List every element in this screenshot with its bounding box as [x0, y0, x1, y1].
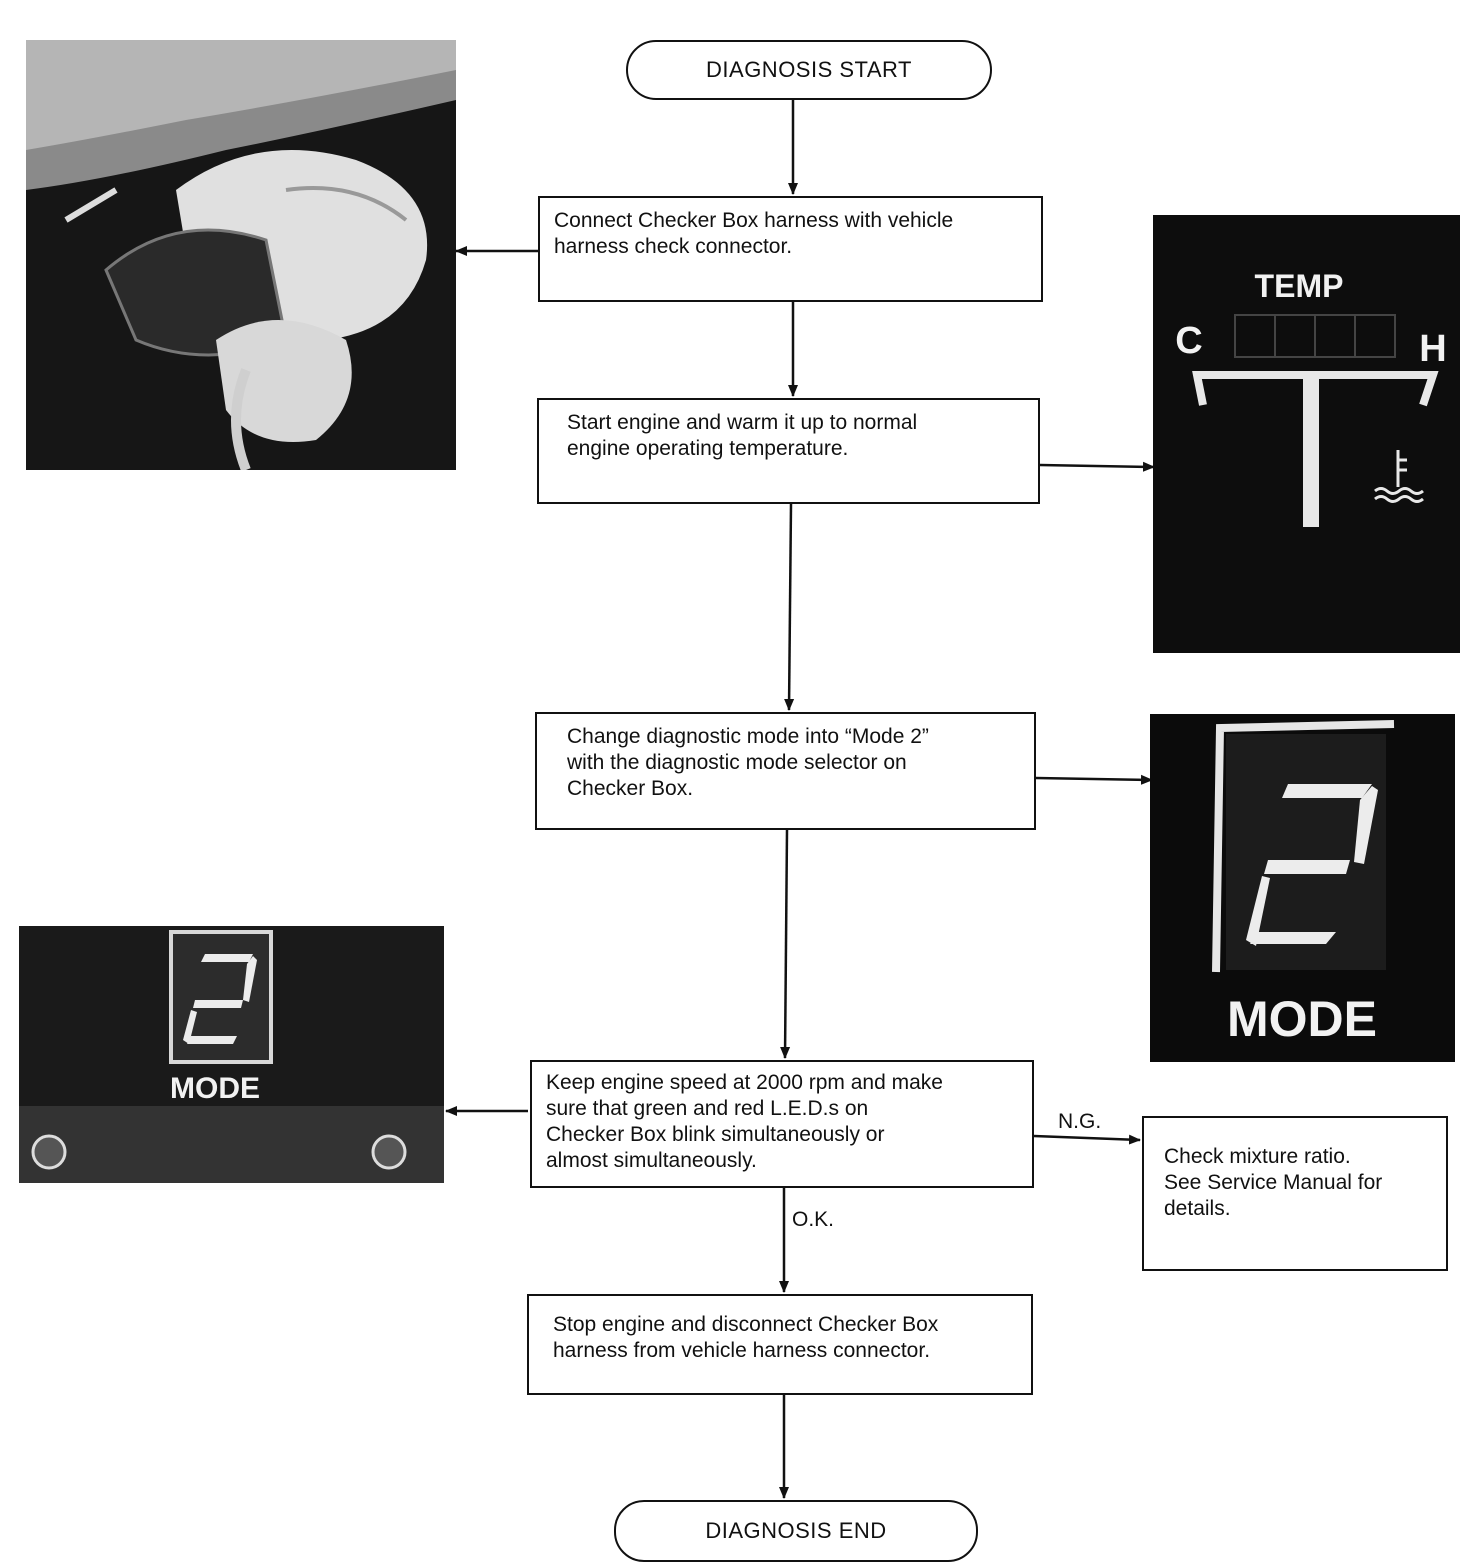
step-change-mode: Change diagnostic mode into “Mode 2” wit…	[535, 712, 1036, 830]
gauge-hot-label: H	[1419, 328, 1446, 370]
digit-two-segments	[1246, 784, 1378, 946]
step-connect-harness: Connect Checker Box harness with vehicle…	[538, 196, 1043, 302]
ng-check-mixture-box: Check mixture ratio. See Service Manual …	[1142, 1116, 1448, 1271]
mode-display-large-photo: MODE	[1150, 714, 1455, 1062]
step-text-line: Connect Checker Box harness with vehicle	[554, 209, 954, 232]
step-text-line: almost simultaneously.	[546, 1149, 757, 1172]
temperature-gauge-illustration: TEMP C H	[1153, 215, 1460, 653]
diagnosis-start-terminal: DIAGNOSIS START	[626, 40, 992, 100]
temp-gauge-photo: TEMP C H	[1153, 215, 1460, 653]
arrow-step3-to-mode-large	[1035, 774, 1153, 785]
ng-label: N.G.	[1058, 1110, 1102, 1133]
mode-display-small-photo: MODE	[19, 926, 444, 1183]
step-text-line: Checker Box blink simultaneously or	[546, 1123, 885, 1146]
small-digit-two-segments	[183, 954, 257, 1044]
step-disconnect-harness: Stop engine and disconnect Checker Box h…	[527, 1294, 1033, 1395]
arrow-step4-to-ng	[1033, 1134, 1141, 1145]
step-text-line: Keep engine speed at 2000 rpm and make	[546, 1071, 943, 1094]
diagnosis-start-label: DIAGNOSIS START	[706, 57, 912, 82]
screw-right-icon	[371, 1134, 407, 1170]
step-text-line: harness from vehicle harness connector.	[553, 1339, 931, 1362]
arrow-step3-to-step4	[780, 829, 791, 1059]
screw-left-icon	[31, 1134, 67, 1170]
arrow-step2-to-step3	[784, 503, 795, 711]
step-text-line: harness check connector.	[554, 235, 793, 258]
ok-label: O.K.	[792, 1208, 835, 1231]
step-text-line: Stop engine and disconnect Checker Box	[553, 1313, 939, 1336]
harness-connection-photo	[26, 40, 456, 470]
ng-text-line: Check mixture ratio.	[1164, 1145, 1351, 1168]
gauge-segments	[1234, 314, 1396, 358]
diagnosis-end-terminal: DIAGNOSIS END	[614, 1500, 978, 1562]
hand-connector-illustration	[26, 40, 456, 470]
mode-large-label: MODE	[1227, 991, 1377, 1047]
mode-small-label: MODE	[170, 1072, 260, 1105]
arrow-step2-to-gauge	[1039, 461, 1155, 472]
step-warm-engine: Start engine and warm it up to normal en…	[537, 398, 1040, 504]
step-text-line: Checker Box.	[567, 777, 694, 800]
gauge-cold-label: C	[1175, 320, 1202, 362]
step-check-leds: Keep engine speed at 2000 rpm and make s…	[530, 1060, 1034, 1188]
step-text-line: with the diagnostic mode selector on	[567, 751, 907, 774]
ng-text-line: details.	[1164, 1197, 1231, 1220]
gauge-scale-bar	[1192, 371, 1439, 407]
step-text-line: Start engine and warm it up to normal	[567, 411, 918, 434]
step-text-line: engine operating temperature.	[567, 437, 849, 460]
coolant-temp-icon	[1374, 450, 1424, 503]
step-text-line: Change diagnostic mode into “Mode 2”	[567, 725, 929, 748]
step-text-line: sure that green and red L.E.D.s on	[546, 1097, 869, 1120]
gauge-title: TEMP	[1255, 268, 1344, 304]
diagnosis-end-label: DIAGNOSIS END	[705, 1518, 887, 1543]
ng-text-line: See Service Manual for	[1164, 1171, 1383, 1194]
gauge-needle	[1303, 377, 1319, 527]
seven-segment-mode-small: MODE	[19, 926, 444, 1183]
seven-segment-mode-large: MODE	[1150, 714, 1455, 1062]
